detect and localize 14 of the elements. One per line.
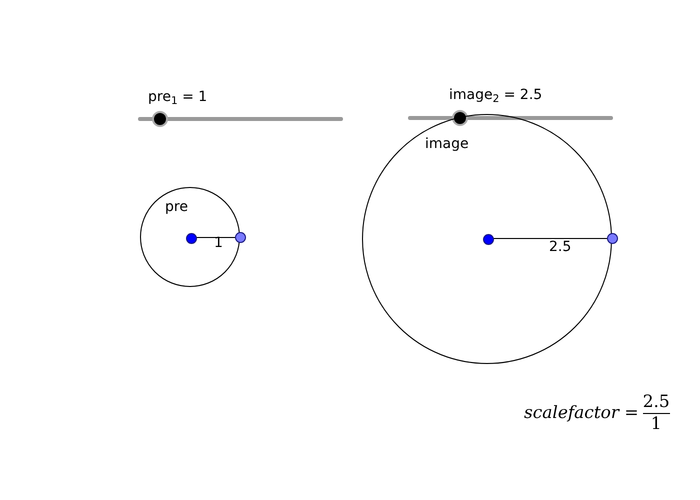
point bbox=[235, 232, 246, 243]
formula-text: scalefactor = bbox=[524, 402, 639, 425]
radius-segment bbox=[196, 237, 236, 238]
point bbox=[483, 234, 494, 245]
point bbox=[186, 233, 197, 244]
slider-value-label: image$_{2}$ = 2.5 bbox=[449, 88, 542, 102]
point bbox=[607, 233, 618, 244]
slider-value-label: pre$_{1}$ = 1 bbox=[148, 90, 208, 104]
circle-label: pre bbox=[165, 200, 188, 214]
fraction-denominator: 1 bbox=[650, 414, 662, 436]
radius-segment bbox=[492, 238, 608, 239]
circle-label: image bbox=[425, 137, 469, 151]
fraction-numerator: 2.5 bbox=[642, 392, 670, 414]
edge-label: 2.5 bbox=[549, 240, 572, 254]
